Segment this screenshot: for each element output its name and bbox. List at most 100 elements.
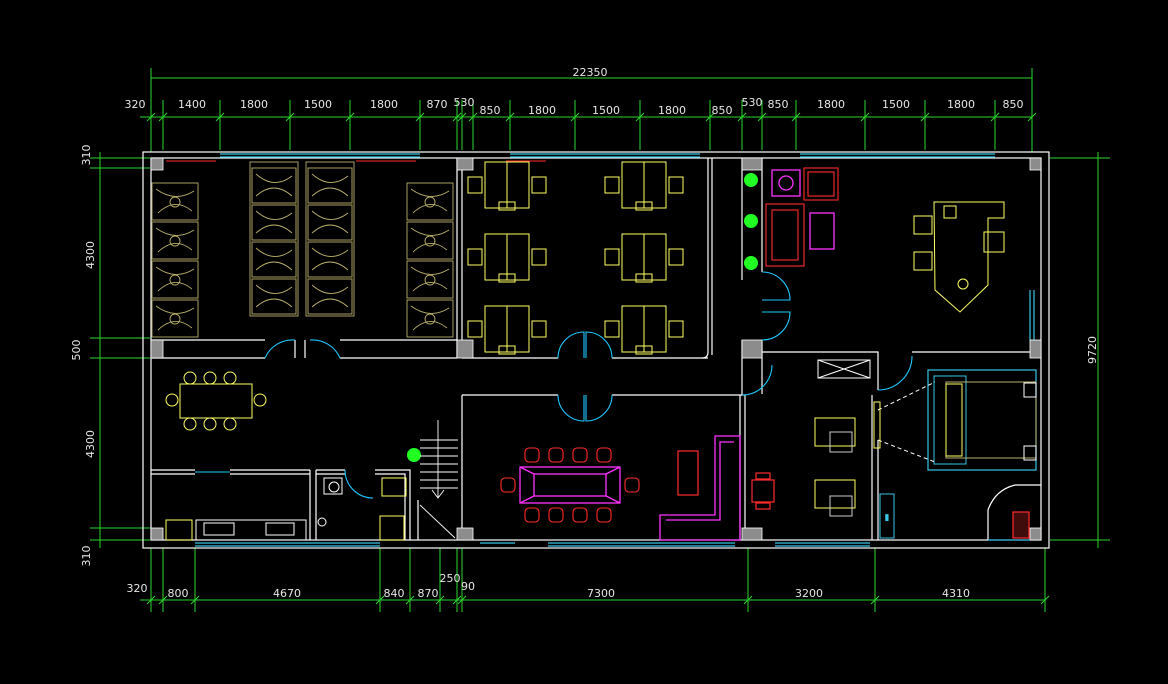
dimension-tick-mark [375, 595, 385, 605]
dim-top-7: 530 [454, 96, 475, 109]
dimension-tick-mark [158, 595, 168, 605]
exterior-walls [142, 151, 1050, 549]
dimension-tick-mark [505, 112, 515, 122]
bed-unit [251, 241, 297, 278]
chair-icon [635, 273, 653, 283]
pillar-icon [456, 339, 474, 359]
dimension-tick-mark [215, 112, 225, 122]
chair-icon [498, 273, 516, 283]
dim-top2-5: 850 [712, 104, 733, 117]
dimension-tick-mark [190, 595, 200, 605]
dim-top2-1: 850 [480, 104, 501, 117]
chair-icon [223, 371, 237, 385]
stair-arrow-icon [431, 489, 445, 499]
bunk-frame [249, 161, 299, 317]
bed-unit [251, 278, 297, 315]
bed-unit [406, 260, 454, 299]
dimension-tick-mark [570, 112, 580, 122]
plant-icon [407, 448, 421, 462]
chair-icon [596, 447, 612, 463]
dim-top-10: 1800 [817, 98, 845, 111]
dimension-tick-mark [285, 112, 295, 122]
chair-icon [668, 320, 684, 338]
dimension-tick-mark [158, 112, 168, 122]
dimension-tick-mark [405, 595, 415, 605]
desk-pair [467, 305, 547, 355]
dimension-tick-mark [457, 595, 467, 605]
dim-bot-9: 3200 [795, 587, 823, 600]
bed-unit [406, 221, 454, 260]
toilet [1012, 511, 1030, 539]
dim-top-13: 850 [1003, 98, 1024, 111]
dim-top-12: 1800 [947, 98, 975, 111]
chair-icon [604, 320, 620, 338]
chair-icon [604, 176, 620, 194]
chair-icon [635, 201, 653, 211]
pillar-icon [456, 527, 474, 541]
chair-icon [183, 371, 197, 385]
plant-icon [744, 173, 758, 187]
chair-icon [203, 371, 217, 385]
dim-top2-4: 1800 [658, 104, 686, 117]
dimension-tick-mark [146, 112, 156, 122]
chair-icon [498, 345, 516, 355]
plant-icon [744, 214, 758, 228]
pillar-icon [1029, 339, 1042, 359]
dim-bot-1: 320 [127, 582, 148, 595]
bed-unit [406, 182, 454, 221]
dim-left-4: 4300 [84, 430, 97, 458]
chair-icon [635, 345, 653, 355]
chair-icon [203, 417, 217, 431]
pillar-icon [150, 339, 164, 359]
dim-bot-8: 7300 [587, 587, 615, 600]
conference-table [500, 447, 640, 523]
dim-top-11: 1500 [882, 98, 910, 111]
dining-table [165, 371, 267, 431]
chair-icon [223, 417, 237, 431]
chair-icon [913, 251, 933, 271]
dim-top-9: 850 [768, 98, 789, 111]
pillar-icon [150, 157, 164, 171]
pillar-icon [741, 339, 763, 359]
dim-bot-7: 90 [461, 580, 475, 593]
dimension-tick-mark [870, 595, 880, 605]
chair-icon [548, 447, 564, 463]
desk-pair [604, 305, 684, 355]
dimension-tick-mark [705, 112, 715, 122]
bed-unit [307, 241, 353, 278]
dimension-tick-mark [1027, 112, 1037, 122]
chair-icon [467, 320, 483, 338]
chair-icon [467, 248, 483, 266]
chair-icon [572, 447, 588, 463]
windows [195, 153, 1035, 547]
chair-icon [531, 320, 547, 338]
chair-icon [548, 507, 564, 523]
office-desks [467, 161, 684, 355]
pillar-icon [1029, 157, 1042, 171]
desk-pair [467, 233, 547, 283]
dim-left-1: 310 [80, 145, 93, 166]
door-swing-icon [761, 311, 791, 341]
chair-icon [983, 231, 1005, 253]
dimension-lines [90, 68, 1110, 612]
chair-icon [524, 507, 540, 523]
dimension-tick-mark [1040, 595, 1050, 605]
dimension-tick-mark [415, 112, 425, 122]
bed-blanket [311, 210, 349, 234]
chair-icon [668, 176, 684, 194]
bed-blanket [255, 210, 293, 234]
bed-blanket [255, 173, 293, 197]
door-swing-icon [557, 331, 585, 359]
dimension-tick-mark [990, 112, 1000, 122]
bed-unit [251, 204, 297, 241]
dim-bot-3: 4670 [273, 587, 301, 600]
chair-icon [913, 215, 933, 235]
desk-pair [467, 161, 547, 211]
desk-pair [604, 161, 684, 211]
dimension-tick-mark [635, 112, 645, 122]
pillar-icon [741, 157, 763, 171]
kitchen-counter [165, 477, 407, 541]
door-swing-icon [264, 339, 296, 359]
desk-pair [604, 233, 684, 283]
